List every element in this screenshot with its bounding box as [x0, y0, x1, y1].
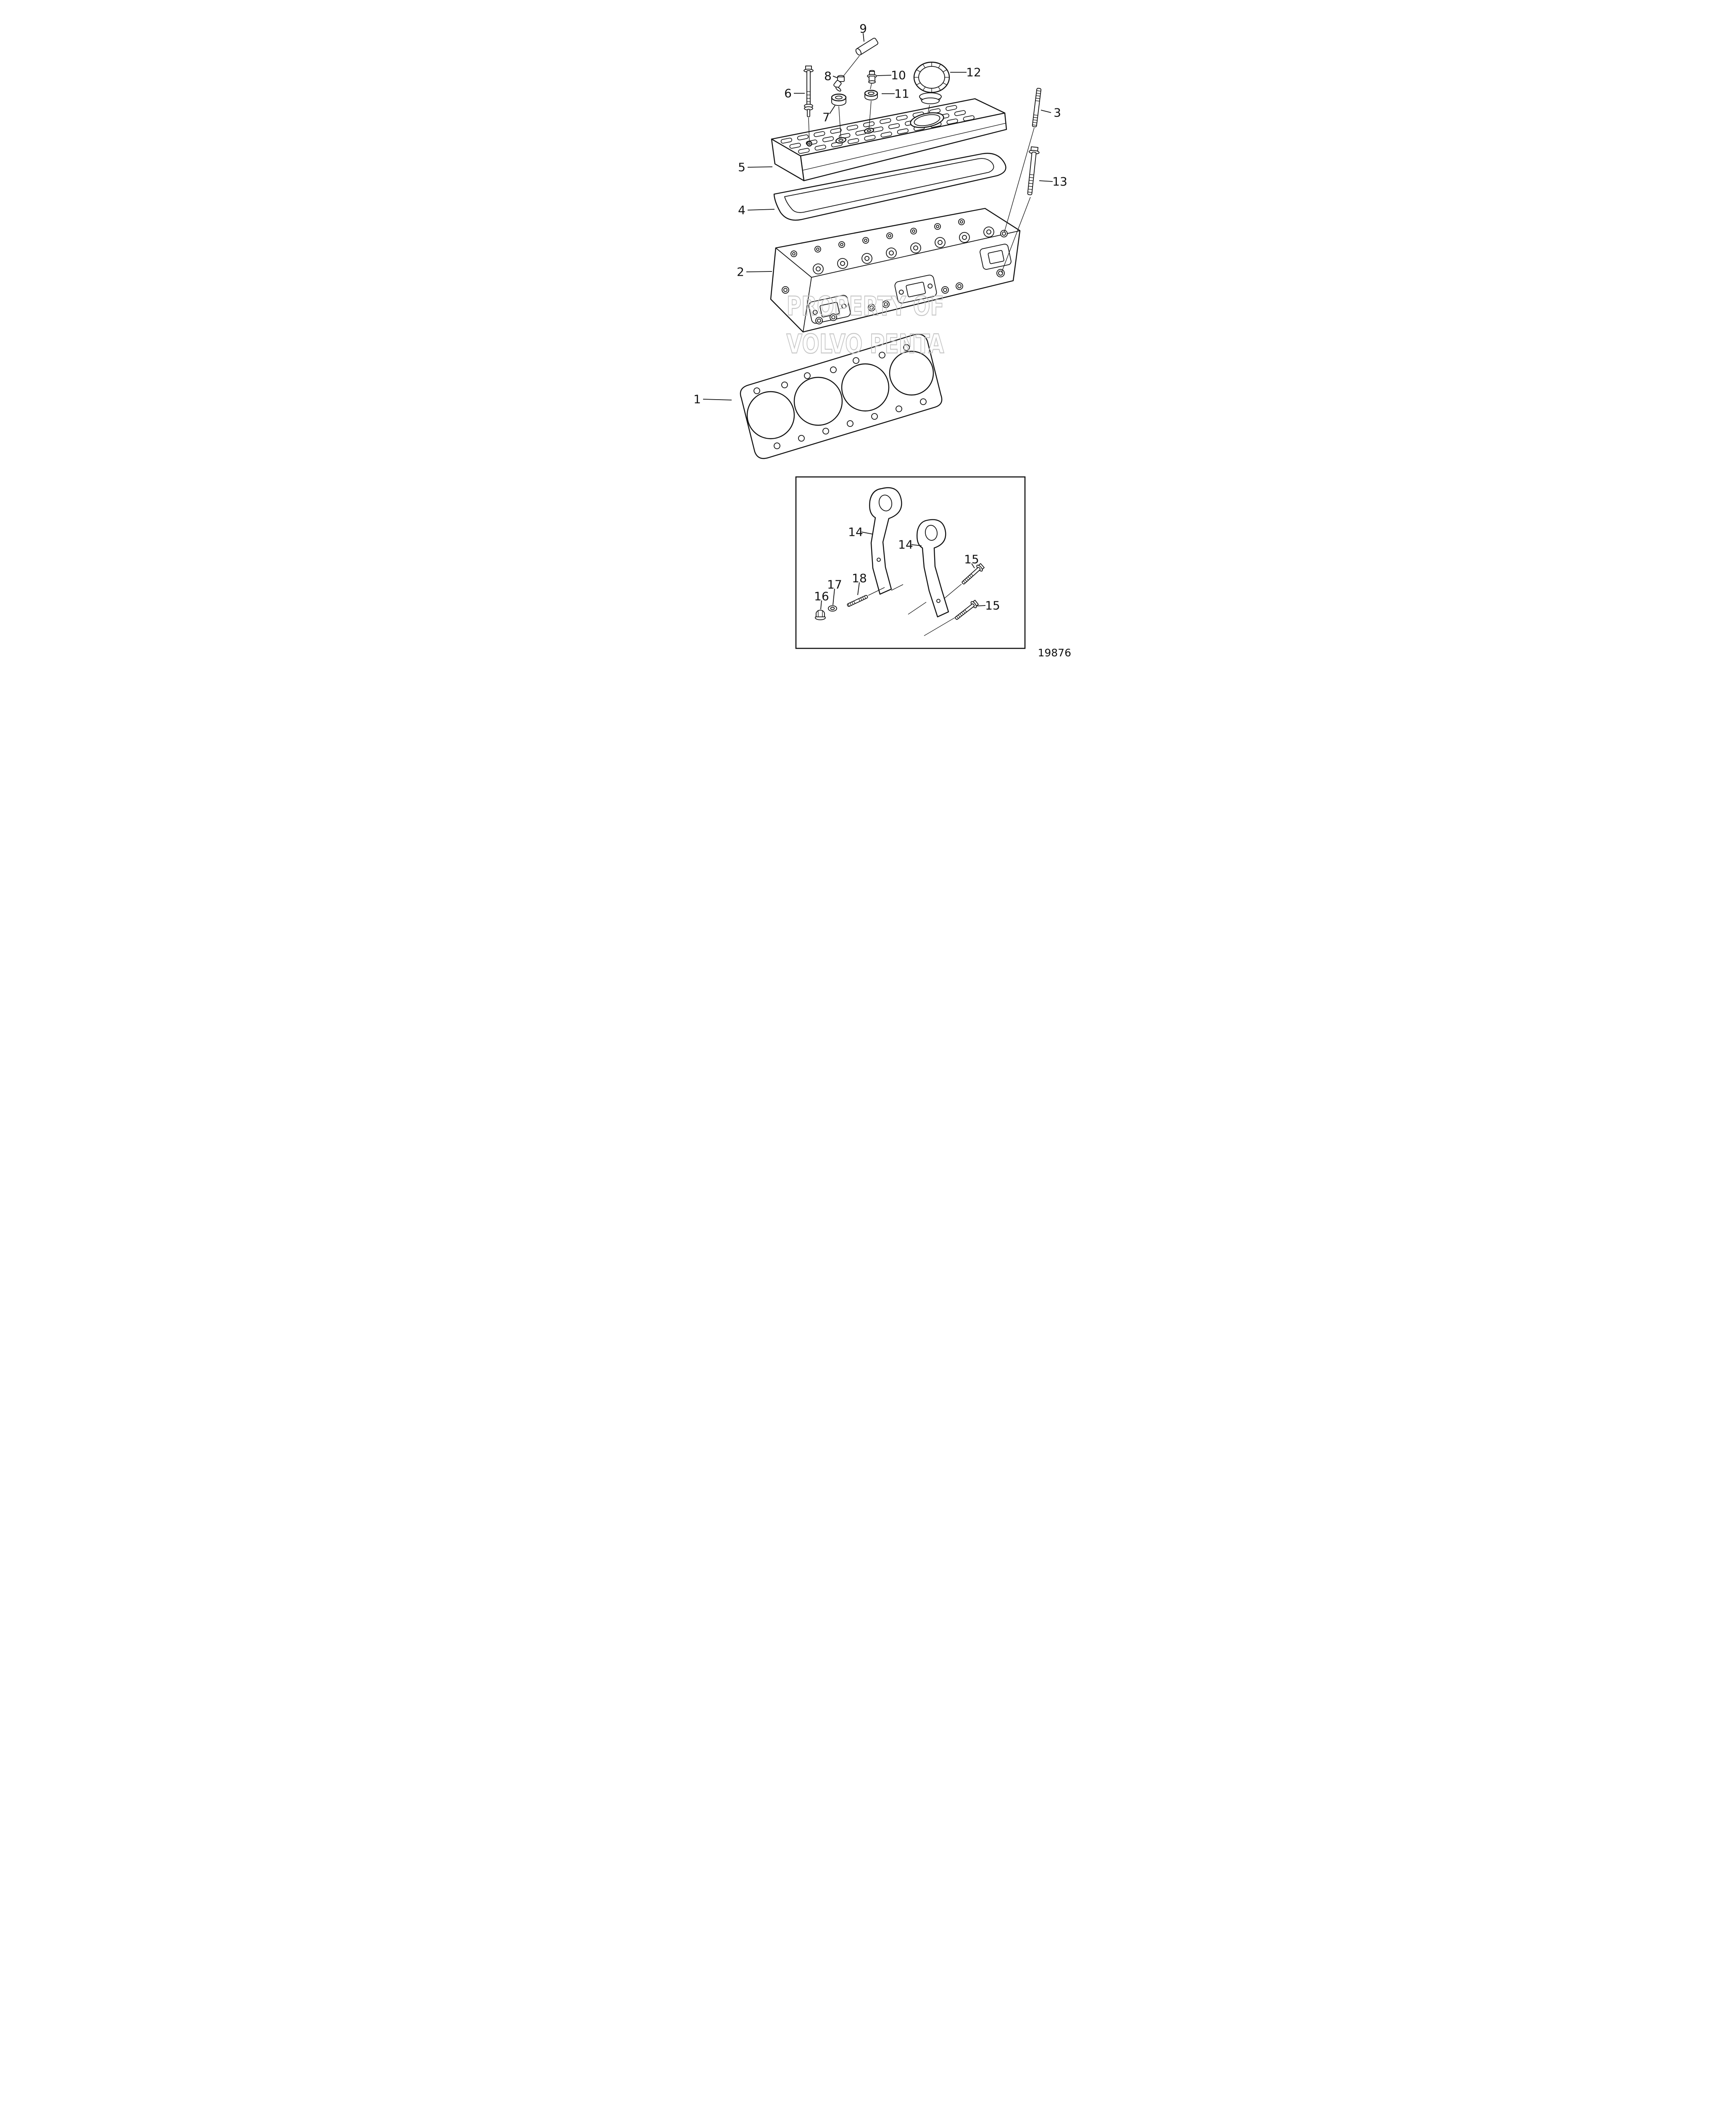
cover-bolt-hole	[806, 141, 812, 147]
head-gasket-1	[740, 334, 943, 459]
filler-cap-opening	[910, 112, 944, 128]
assembly-link-lines	[808, 55, 1035, 273]
cover-grommet-hole-rear	[864, 128, 875, 134]
bracket-14-right	[917, 519, 949, 618]
valve-pockets	[813, 226, 994, 274]
gasket-bolt-holes	[753, 344, 927, 449]
callout-15-upper: 15	[964, 553, 979, 566]
callout-8: 8	[824, 69, 832, 83]
stud-holes	[782, 219, 1008, 294]
stud-18	[847, 595, 868, 607]
cylinder-head-2	[770, 208, 1021, 333]
exhaust-port-front-left	[808, 295, 851, 324]
callout-5: 5	[738, 161, 746, 174]
callout-15-lower: 15	[985, 599, 1000, 613]
callout-14-left: 14	[848, 525, 863, 539]
callout-18: 18	[852, 571, 867, 585]
callout-12: 12	[966, 66, 981, 79]
watermark-line-1: PROPERTY OF	[787, 291, 944, 321]
valve-cover-5	[771, 98, 1007, 182]
valve-cover-gasket-4	[773, 153, 1006, 221]
exploded-view-diagram: PROPERTY OF VOLVO PENTA	[693, 22, 1071, 659]
grommet-11	[864, 90, 878, 100]
bolt-15-upper	[962, 563, 985, 584]
callout-16: 16	[814, 590, 829, 603]
bolt-15-lower	[955, 600, 979, 620]
callout-9: 9	[859, 22, 867, 36]
bracket-14-left	[869, 487, 902, 595]
callout-10: 10	[891, 68, 906, 82]
head-lower-fasteners	[815, 282, 963, 324]
bolt-6	[803, 66, 814, 117]
callout-13: 13	[1052, 175, 1067, 189]
stud-3	[1032, 88, 1042, 127]
elbow-fitting-8	[833, 75, 845, 92]
watermark-line-2: VOLVO PENTA	[787, 329, 944, 359]
inset-box	[795, 476, 1026, 649]
exhaust-port-front-right	[894, 274, 937, 304]
callout-leader-lines	[703, 33, 1053, 610]
callout-3: 3	[1054, 106, 1061, 120]
callout-7: 7	[822, 111, 830, 124]
callout-6: 6	[784, 87, 792, 100]
callout-17: 17	[827, 578, 842, 592]
cover-grommet-hole-front	[835, 137, 847, 144]
oil-filler-cap-12	[913, 61, 950, 104]
callout-11: 11	[894, 87, 909, 101]
callout-4: 4	[738, 203, 746, 217]
document-number: 19876	[1038, 647, 1071, 659]
parts-diagram-page: PROPERTY OF VOLVO PENTA	[651, 0, 1085, 663]
nipple-fitting-10	[867, 70, 877, 84]
bolt-13	[1027, 146, 1040, 195]
callout-2: 2	[737, 265, 744, 279]
hose-9	[855, 37, 878, 56]
inset-link-lines	[868, 584, 962, 636]
washer-17	[828, 605, 837, 612]
flange-nut-16	[815, 610, 826, 620]
exhaust-port-end	[980, 244, 1012, 270]
callout-14-right: 14	[898, 538, 913, 552]
callout-1: 1	[693, 392, 701, 406]
grommet-7	[831, 93, 847, 106]
